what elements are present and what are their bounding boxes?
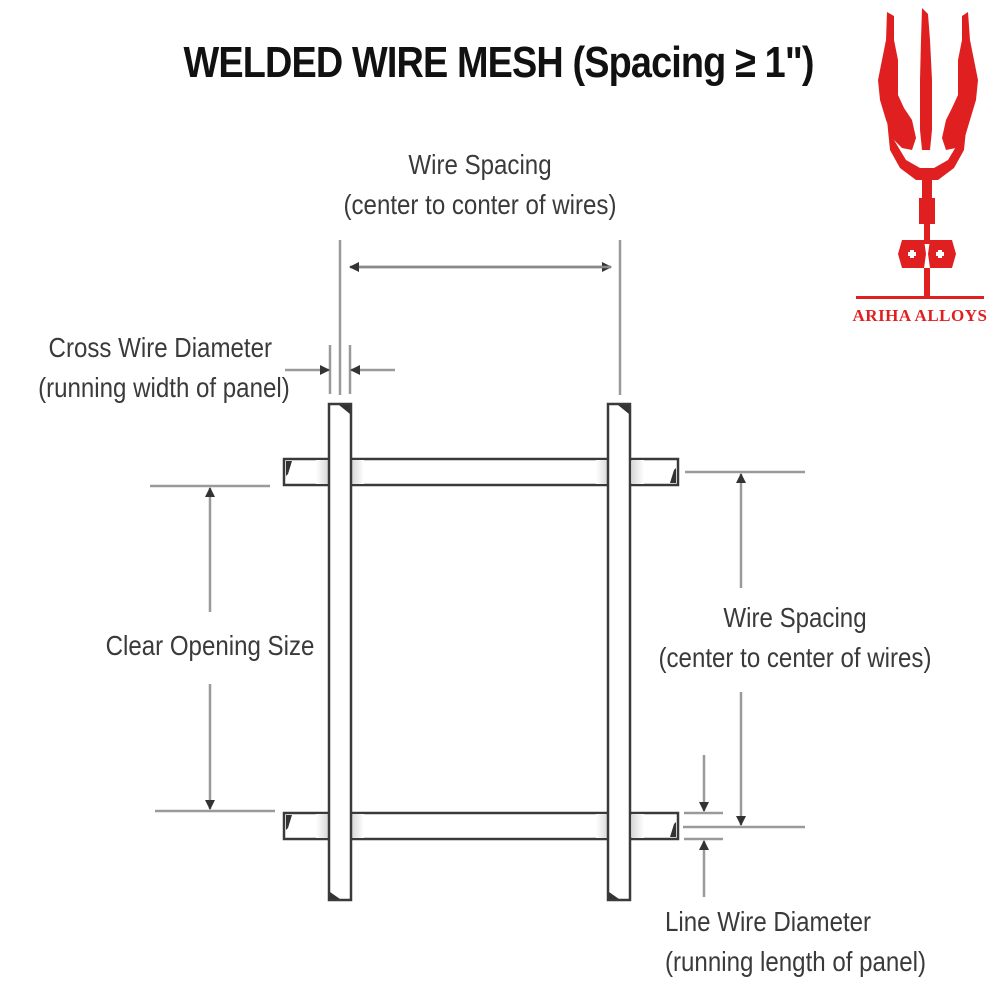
label-line: (center to center of wires) (658, 642, 932, 673)
cross-wire-diameter-label: Cross Wire Diameter (running width of pa… (38, 328, 290, 408)
label-line: Cross Wire Diameter (48, 332, 273, 363)
label-line: Wire Spacing (723, 602, 867, 633)
label-line: (running length of panel) (665, 946, 927, 977)
top-wire-spacing-dimension (338, 240, 622, 395)
clear-opening-label: Clear Opening Size (81, 626, 339, 666)
left-cross-wire (327, 402, 353, 902)
label-line: (running width of panel) (38, 372, 290, 403)
right-wire-spacing-dimension (683, 470, 805, 829)
cross-wire-diameter-dimension (285, 345, 395, 394)
logo-text: ARIHA ALLOYS (852, 306, 988, 325)
page-title: WELDED WIRE MESH (Spacing ≥ 1") (183, 38, 815, 87)
label-line: Clear Opening Size (105, 630, 315, 661)
right-cross-wire (606, 402, 632, 902)
label-line: Line Wire Diameter (665, 906, 872, 937)
trident-logo-icon (856, 8, 984, 299)
clear-opening-dimension (150, 484, 275, 813)
line-wire-diameter-label: Line Wire Diameter (running length of pa… (665, 902, 949, 982)
line-wire-diameter-dimension (684, 755, 723, 897)
top-wire-spacing-label: Wire Spacing (center to conter of wires) (325, 145, 635, 225)
right-wire-spacing-label: Wire Spacing (center to center of wires) (653, 598, 937, 678)
label-line: Wire Spacing (408, 149, 552, 180)
label-line: (center to conter of wires) (343, 189, 617, 220)
